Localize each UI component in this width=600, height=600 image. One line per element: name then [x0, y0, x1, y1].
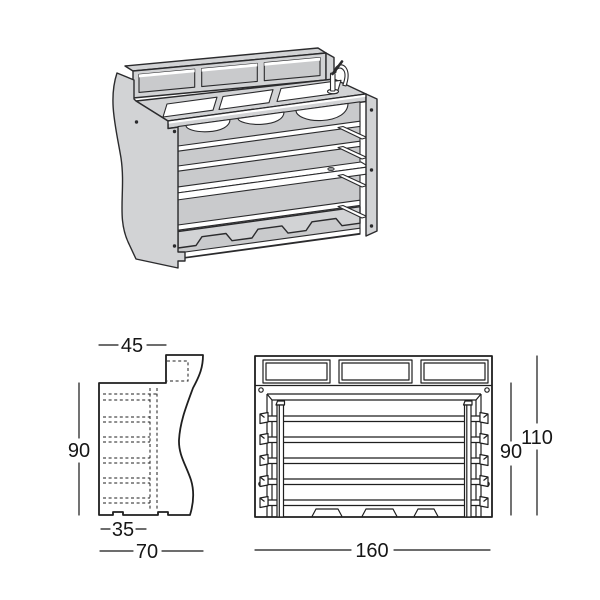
dimension-width: 160	[254, 540, 491, 562]
tray-1	[162, 96, 218, 118]
dimension-base-depth: 35	[100, 519, 147, 541]
dim-label-side-top-depth: 45	[121, 335, 143, 357]
sink-tray	[276, 79, 342, 103]
dimension-counter-height: 90	[500, 382, 522, 516]
front-elevation-view: 90 110 160	[254, 355, 553, 562]
dim-label-counter-height: 90	[500, 441, 522, 463]
faucet-spout	[333, 64, 349, 87]
tray-2	[218, 89, 274, 111]
rail-clips	[259, 411, 489, 509]
dim-label-base-depth: 35	[112, 519, 134, 541]
dimension-total-depth: 70	[99, 541, 204, 563]
shelf-posts	[275, 400, 473, 518]
right-side-panel	[365, 93, 378, 237]
under-counter-shelving	[168, 101, 370, 260]
dim-label-width: 160	[355, 540, 388, 562]
screw-hole	[258, 387, 264, 393]
side-profile-outline	[98, 354, 204, 516]
bottom-scallops	[311, 508, 439, 517]
isometric-view	[112, 47, 378, 269]
top-compartments	[262, 359, 489, 384]
riser-top-shelf	[124, 47, 335, 99]
dim-label-total-height: 110	[521, 427, 553, 449]
side-profile-view: 45 90 35 70	[68, 335, 204, 563]
scalloped-apron	[177, 205, 361, 249]
left-side-panel	[112, 72, 186, 269]
faucet-lever	[331, 60, 344, 76]
dimension-top-depth: 45	[98, 335, 167, 357]
dimension-side-height: 90	[68, 382, 90, 516]
dim-label-total-depth: 70	[136, 541, 158, 563]
dimension-total-height: 110	[521, 355, 553, 516]
sink-bowl	[295, 102, 349, 122]
drain-hole	[327, 166, 335, 171]
hidden-shelf-lines	[103, 360, 189, 511]
faucet	[326, 60, 349, 95]
dim-label-side-height: 90	[68, 440, 90, 462]
counter-top	[135, 78, 367, 130]
screw-hole	[484, 387, 490, 393]
